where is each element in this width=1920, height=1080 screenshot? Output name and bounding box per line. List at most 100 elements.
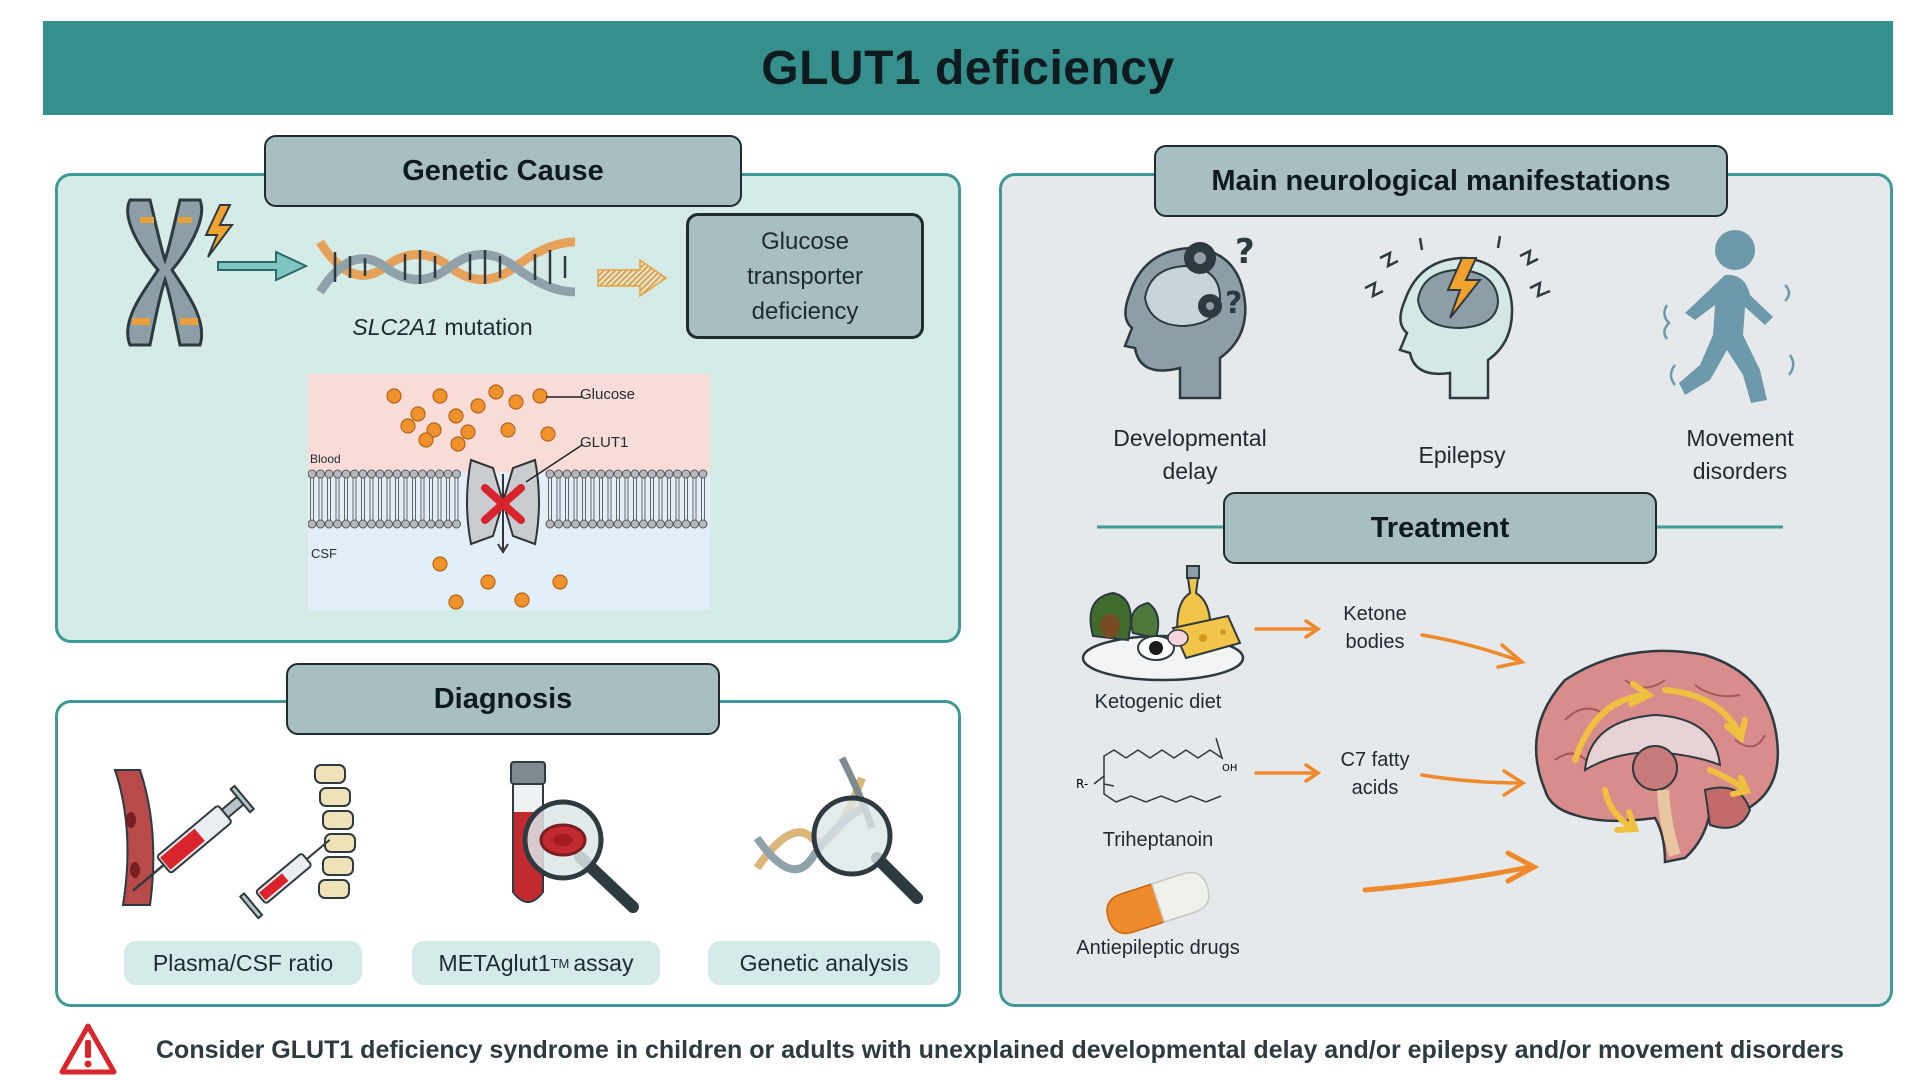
product-c7-fatty-acids: C7 fatty acids bbox=[1340, 749, 1410, 799]
lipid-tail bbox=[548, 478, 552, 520]
lipid-tail bbox=[582, 478, 586, 520]
lipid-tail bbox=[327, 478, 331, 520]
chromosome-icon bbox=[126, 198, 234, 347]
spine-syringe-icon bbox=[238, 764, 356, 920]
lipid-tail bbox=[378, 478, 382, 520]
lipid-tail bbox=[599, 478, 603, 520]
lipid-head bbox=[698, 469, 708, 479]
lipid-tail bbox=[590, 478, 595, 520]
glucose-molecule bbox=[532, 388, 548, 404]
glucose-label: Glucose bbox=[580, 386, 636, 403]
lipid-tail bbox=[446, 478, 450, 520]
genetic-cause-header: Genetic Cause bbox=[264, 135, 742, 207]
lipid-tail bbox=[650, 478, 654, 520]
brain-icon bbox=[1534, 649, 1780, 864]
glucose-molecule bbox=[426, 422, 442, 438]
diagnosis-header: Diagnosis bbox=[286, 663, 720, 735]
glucose-molecule bbox=[514, 592, 530, 608]
head-lightning-icon bbox=[1364, 235, 1551, 400]
glucose-molecule bbox=[540, 426, 556, 442]
lipid-tail bbox=[335, 478, 340, 520]
glucose-molecule bbox=[432, 556, 448, 572]
svg-text:OH: OH bbox=[1222, 763, 1237, 774]
lipid-tail bbox=[573, 478, 578, 520]
lipid-head bbox=[452, 469, 461, 479]
lipid-tail bbox=[420, 478, 425, 520]
lipid-tail bbox=[633, 478, 637, 520]
glucose-molecule bbox=[450, 436, 466, 452]
warning-icon bbox=[59, 1023, 117, 1075]
hatched-arrow-icon bbox=[597, 258, 668, 298]
svg-text:?: ? bbox=[1235, 232, 1255, 272]
glucose-molecule bbox=[460, 424, 476, 440]
csf-label: CSF bbox=[311, 546, 337, 561]
lipid-tail bbox=[369, 478, 374, 520]
manifestation-epilepsy: Epilepsy bbox=[1418, 442, 1506, 468]
treatment-antiepileptic-drugs: Antiepileptic drugs bbox=[1076, 937, 1240, 959]
membrane-diagram: Glucose GLUT1 Blood CSF bbox=[308, 374, 710, 610]
lipid-tail bbox=[641, 478, 646, 520]
treatment-header: Treatment bbox=[1223, 492, 1657, 564]
dna-icon bbox=[316, 237, 576, 297]
lipid-tail bbox=[454, 478, 459, 520]
treatment-ketogenic-diet: Ketogenic diet bbox=[1094, 691, 1222, 713]
diagnosis-genetic-analysis: Genetic analysis bbox=[708, 941, 940, 985]
ketogenic-food-icon bbox=[1081, 565, 1245, 682]
capsule-icon bbox=[1106, 871, 1210, 935]
warning-text: Consider GLUT1 deficiency syndrome in ch… bbox=[156, 1036, 1844, 1064]
glut1-pointer bbox=[525, 444, 583, 483]
glucose-molecule bbox=[410, 406, 426, 422]
lipid-tail bbox=[616, 478, 620, 520]
glucose-molecule bbox=[418, 432, 434, 448]
lipid-tail bbox=[556, 478, 561, 520]
mutation-label: SLC2A1 mutation bbox=[352, 314, 533, 340]
svg-text:?: ? bbox=[1225, 286, 1242, 321]
lipid-tail bbox=[684, 478, 688, 520]
lipid-head bbox=[698, 519, 708, 529]
lipid-tail bbox=[310, 478, 314, 520]
glucose-molecule bbox=[500, 422, 516, 438]
lipid-tail bbox=[667, 478, 671, 520]
manifestation-movement-disorders: Movement disorders bbox=[1686, 425, 1794, 484]
glucose-molecule bbox=[448, 594, 464, 610]
deficiency-box: Glucose transporter deficiency bbox=[686, 213, 924, 339]
lipid-tail bbox=[624, 478, 629, 520]
manifestations-header: Main neurological manifestations bbox=[1154, 145, 1728, 217]
glucose-molecule bbox=[508, 394, 524, 410]
lipid-tail bbox=[437, 478, 442, 520]
treatment-arrows bbox=[1254, 619, 1540, 893]
triheptanoin-structure: R- OH bbox=[1076, 737, 1237, 803]
glucose-pointer bbox=[546, 396, 582, 398]
lipid-tail bbox=[386, 478, 391, 520]
blood-label: Blood bbox=[310, 452, 341, 466]
lipid-tail bbox=[658, 478, 663, 520]
glucose-molecule bbox=[552, 574, 568, 590]
lipid-tail bbox=[675, 478, 680, 520]
glucose-molecule bbox=[448, 408, 464, 424]
walking-person-icon bbox=[1663, 230, 1795, 403]
lipid-tail bbox=[352, 478, 357, 520]
lipid-tail bbox=[318, 478, 323, 520]
manifestation-developmental-delay: Developmental delay bbox=[1113, 425, 1267, 484]
lipid-tail bbox=[701, 478, 705, 520]
product-ketone-bodies: Ketone bodies bbox=[1343, 603, 1407, 653]
svg-text:R-: R- bbox=[1076, 777, 1088, 791]
glucose-molecule bbox=[470, 398, 486, 414]
lipid-tail bbox=[412, 478, 416, 520]
glucose-molecule bbox=[400, 418, 416, 434]
page-title: GLUT1 deficiency bbox=[761, 41, 1175, 95]
glut1-label: GLUT1 bbox=[580, 434, 629, 451]
lipid-bilayer bbox=[308, 469, 708, 529]
lipid-tail bbox=[429, 478, 433, 520]
title-banner: GLUT1 deficiency bbox=[43, 21, 1893, 115]
arrow-icon bbox=[217, 250, 309, 282]
lipid-tail bbox=[395, 478, 399, 520]
glut1-transporter-icon bbox=[466, 458, 540, 554]
lipid-tail bbox=[692, 478, 697, 520]
glucose-molecule bbox=[480, 574, 496, 590]
glucose-particles bbox=[386, 384, 568, 610]
lipid-tail bbox=[607, 478, 612, 520]
glucose-molecule bbox=[386, 388, 402, 404]
lipid-tail bbox=[565, 478, 569, 520]
